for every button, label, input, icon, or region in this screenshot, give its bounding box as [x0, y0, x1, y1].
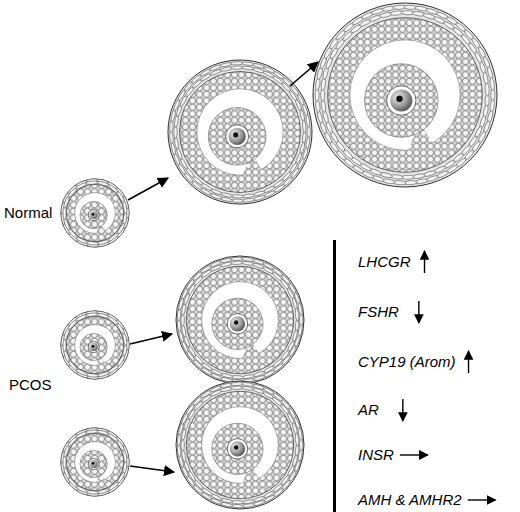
follicle: [176, 256, 304, 384]
gene-label: AMH & AMHR2: [358, 491, 462, 509]
gene-label: INSR: [358, 446, 394, 464]
divider-bar: [333, 240, 336, 512]
follicle: [60, 310, 129, 379]
group-label: Normal: [4, 204, 52, 222]
follicle: [60, 427, 129, 496]
trend-arrow: [418, 301, 419, 323]
follicle: [313, 3, 497, 187]
growth-arrow: [130, 334, 172, 344]
gene-label: FSHR: [358, 303, 399, 321]
follicle: [60, 178, 129, 247]
trend-arrow: [468, 351, 469, 373]
trend-arrow: [468, 499, 496, 500]
trend-arrow: [400, 454, 428, 455]
gene-label: LHCGR: [358, 253, 411, 271]
trend-arrow: [424, 251, 425, 273]
follicle: [176, 381, 304, 509]
gene-label: CYP19 (Arom): [358, 353, 456, 371]
growth-arrow: [290, 62, 318, 86]
growth-arrow: [128, 178, 168, 200]
gene-label: AR: [358, 401, 379, 419]
trend-arrow: [402, 399, 403, 421]
growth-arrow: [130, 466, 174, 472]
follicle: [168, 60, 312, 204]
group-label: PCOS: [9, 376, 52, 394]
